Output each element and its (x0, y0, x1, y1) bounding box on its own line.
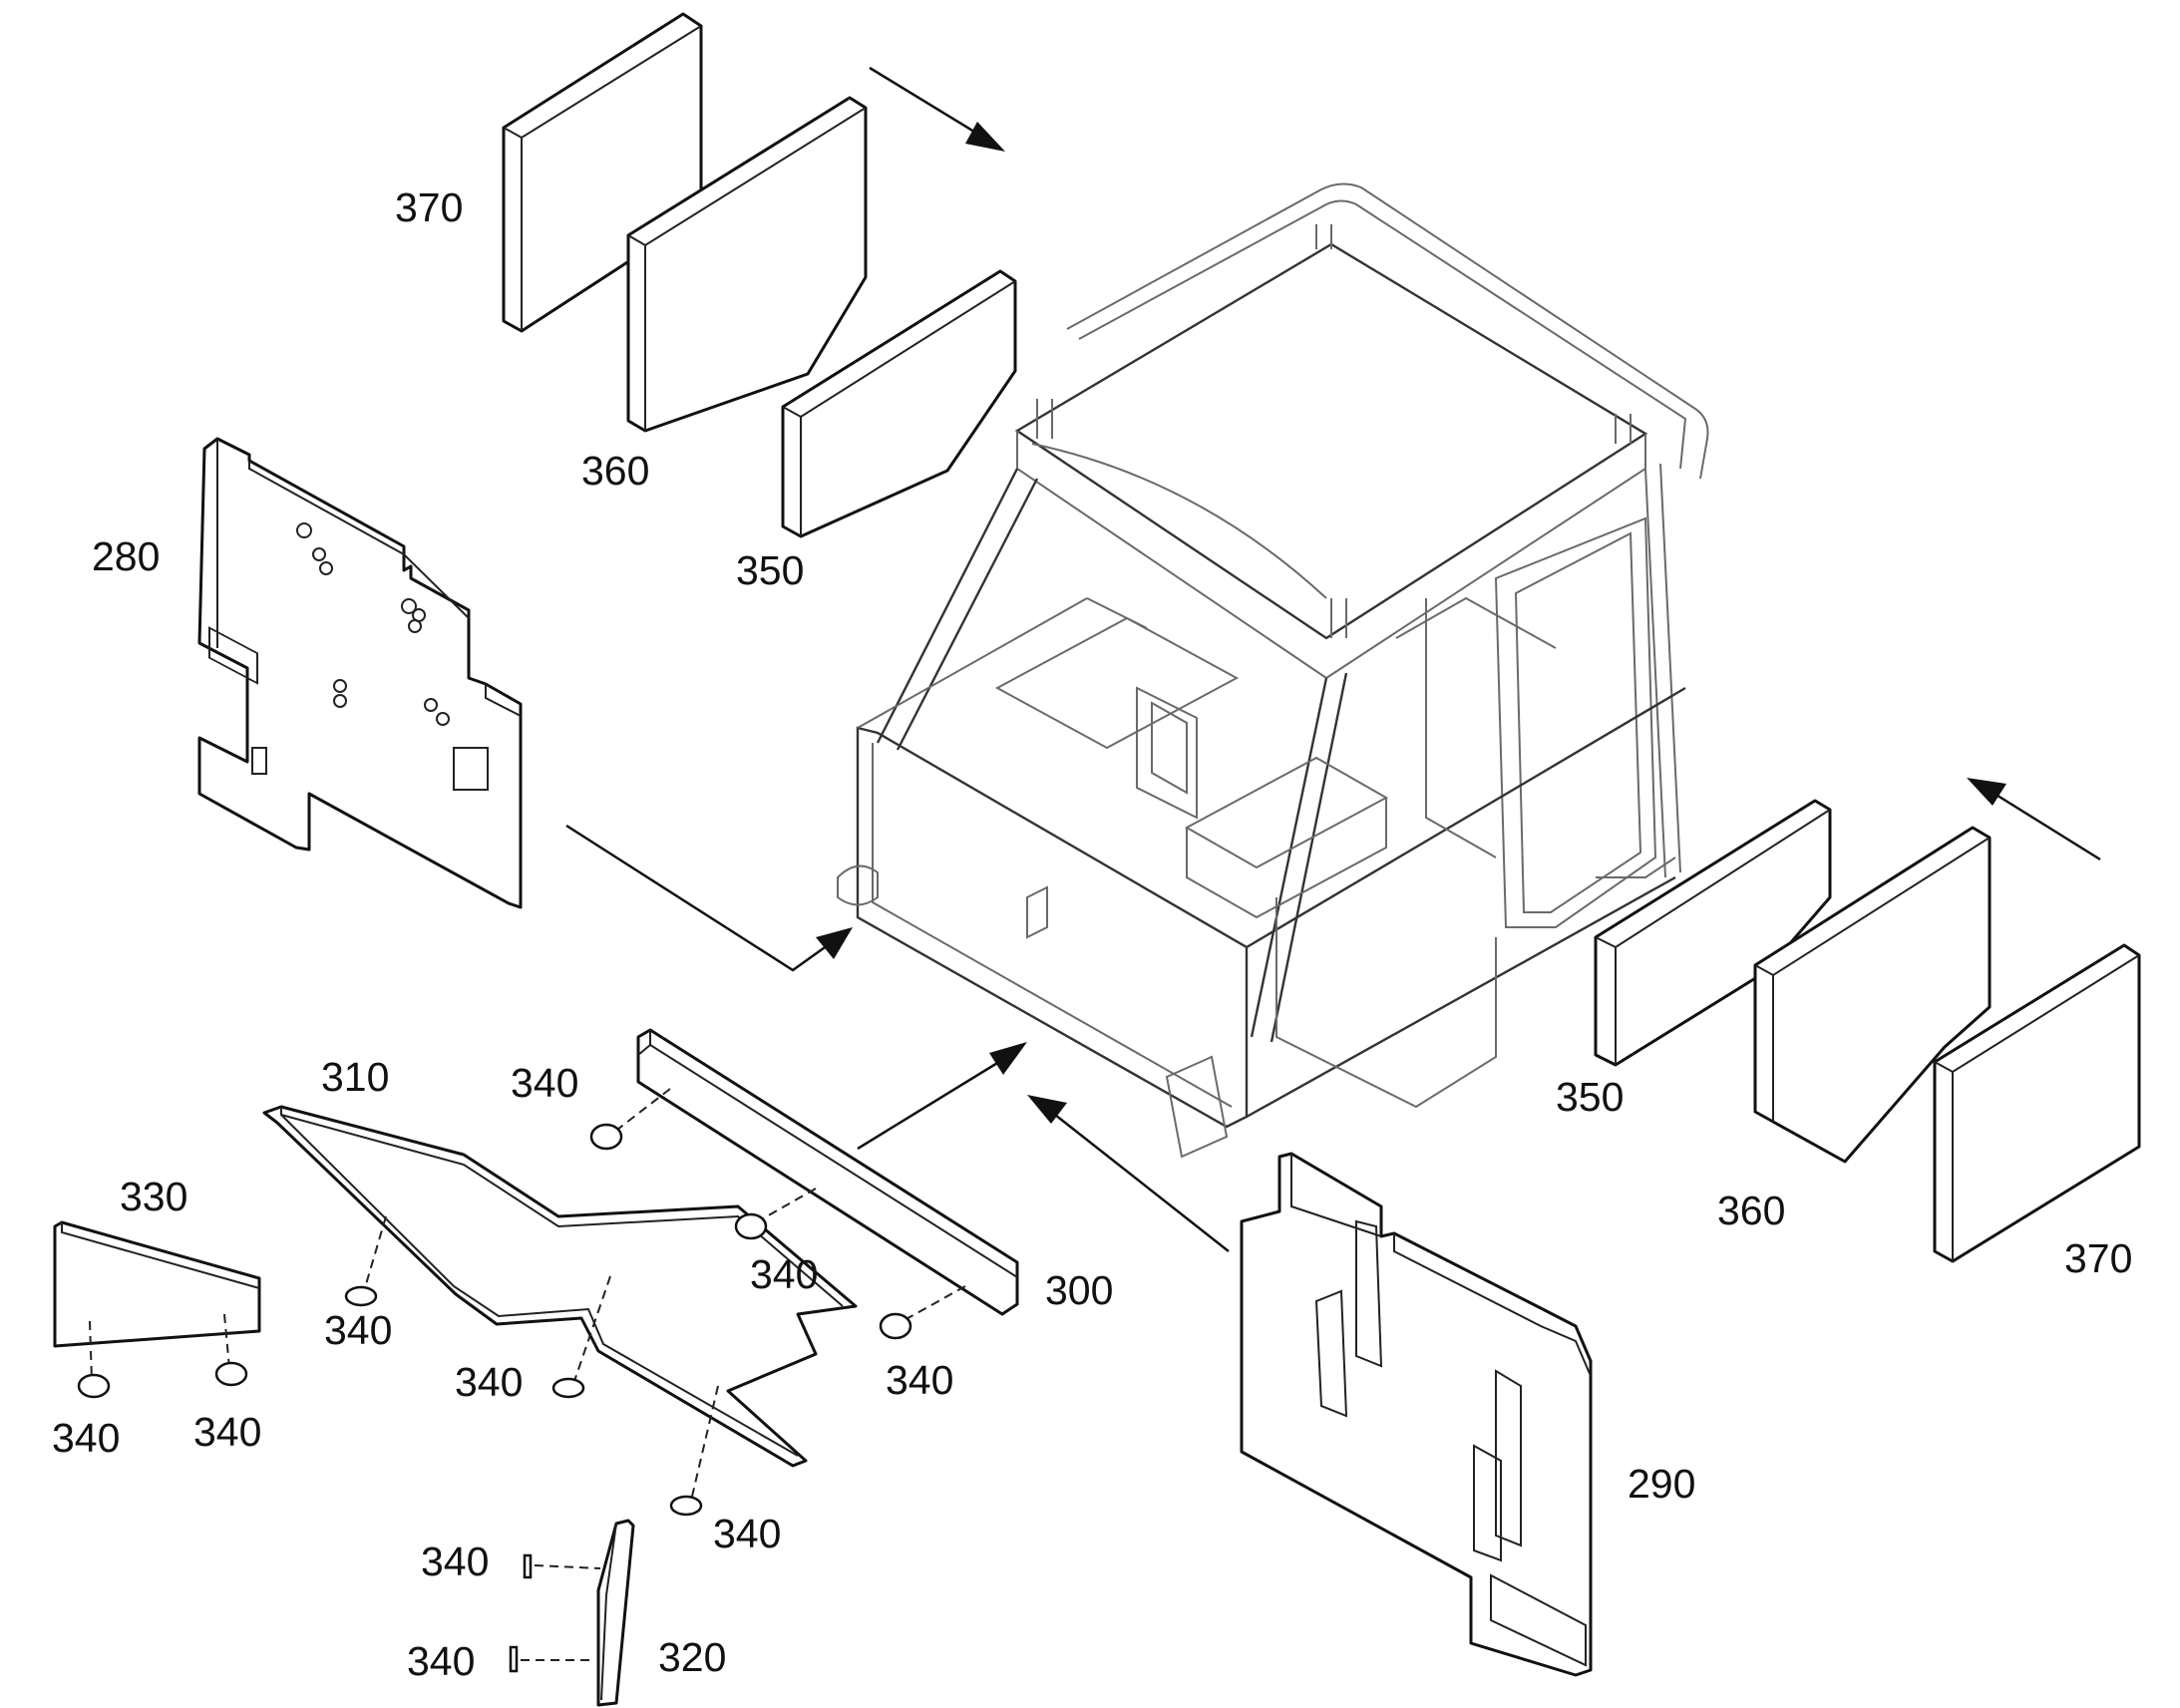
callout-340: 340 (407, 1638, 475, 1684)
arrow-line-right-lower (1054, 1114, 1230, 1252)
callout-330: 330 (120, 1174, 187, 1219)
callout-290: 290 (1628, 1461, 1695, 1507)
arrow-line-center (857, 1055, 1008, 1151)
callout-370-right: 370 (2064, 1235, 2132, 1281)
callout-340: 340 (52, 1415, 120, 1461)
callout-360-right: 360 (1717, 1188, 1785, 1233)
callout-320: 320 (658, 1634, 726, 1680)
callout-280: 280 (92, 533, 160, 579)
panel-330 (53, 1220, 261, 1348)
arrow-head-right (1967, 778, 2006, 806)
panel-360-right (1753, 826, 1992, 1164)
bracket-320 (596, 1519, 635, 1707)
callout-300: 300 (1045, 1267, 1113, 1313)
panel-350-top (781, 269, 1017, 538)
callout-340: 340 (886, 1357, 953, 1403)
callout-340: 340 (455, 1359, 523, 1405)
arrow-line-right (1994, 792, 2101, 861)
panel-310 (262, 1105, 858, 1468)
arrow-head-center (989, 1042, 1027, 1075)
panel-350-right (1594, 799, 1832, 1067)
arrow-line-top (869, 66, 988, 142)
panel-290 (1240, 1152, 1593, 1677)
callout-340: 340 (324, 1307, 392, 1353)
panel-370-right (1933, 943, 2141, 1263)
arrow-head-left (816, 927, 853, 959)
arrow-line-left (565, 824, 829, 972)
beam-300 (636, 1028, 1019, 1316)
callout-340: 340 (421, 1538, 489, 1584)
callout-360-top: 360 (581, 448, 649, 494)
arrow-head-top (965, 122, 1005, 152)
callout-340: 340 (750, 1251, 818, 1297)
callout-350-right: 350 (1556, 1074, 1624, 1120)
callout-labels: 370 360 350 280 310 330 300 290 350 360 … (52, 184, 2132, 1684)
panel-280 (197, 437, 523, 909)
callout-340: 340 (193, 1409, 261, 1455)
arrow-head-right-lower (1027, 1095, 1067, 1124)
callout-340: 340 (511, 1060, 578, 1106)
callout-310: 310 (321, 1054, 389, 1100)
panel-360-top (626, 96, 868, 433)
operator-cab-frame (837, 182, 1709, 1159)
assembly-arrows (565, 66, 2101, 1252)
callout-340: 340 (713, 1511, 781, 1556)
callout-350-top: 350 (736, 547, 804, 593)
fasteners-340 (77, 1088, 966, 1673)
callout-370-top: 370 (395, 184, 463, 230)
